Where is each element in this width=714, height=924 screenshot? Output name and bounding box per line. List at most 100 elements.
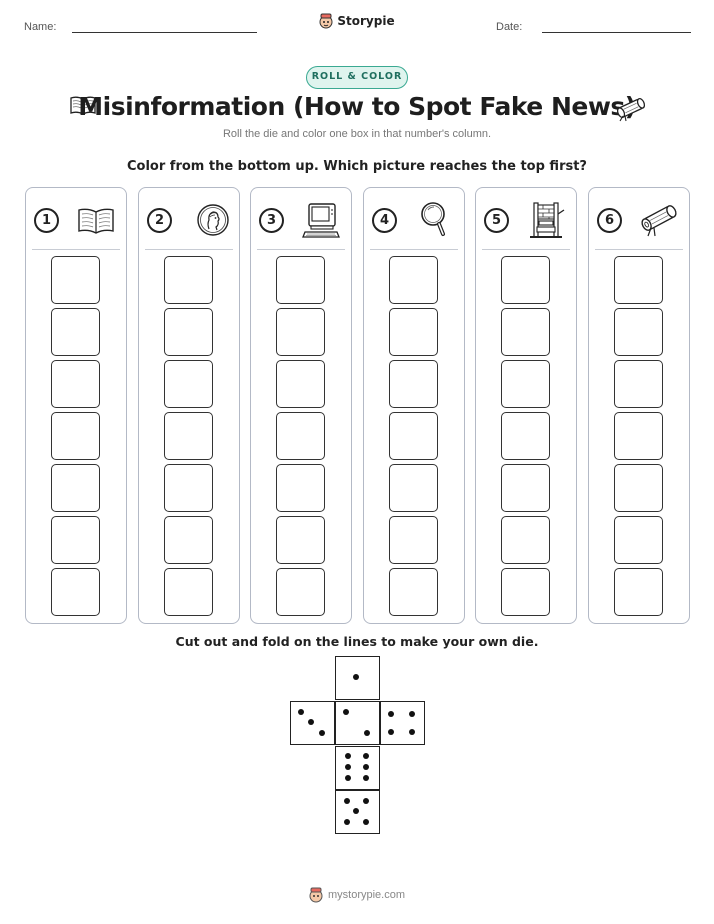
color-box[interactable] xyxy=(51,516,100,564)
color-box[interactable] xyxy=(164,308,213,356)
die-pip xyxy=(363,764,369,770)
column-6: 6 xyxy=(588,187,690,624)
name-label: Name: xyxy=(24,21,57,33)
color-box[interactable] xyxy=(276,464,325,512)
color-box[interactable] xyxy=(276,308,325,356)
scroll-icon xyxy=(641,205,677,237)
page-title: Misinformation (How to Spot Fake News) xyxy=(78,92,636,121)
color-box[interactable] xyxy=(614,360,663,408)
roll-color-badge: ROLL & COLOR xyxy=(306,66,408,89)
die-pip xyxy=(409,729,415,735)
color-box[interactable] xyxy=(276,568,325,616)
color-box[interactable] xyxy=(501,464,550,512)
storypie-mascot-icon xyxy=(309,887,323,903)
open-book-icon xyxy=(78,208,114,234)
column-number: 3 xyxy=(259,207,284,233)
color-box[interactable] xyxy=(614,412,663,460)
color-box[interactable] xyxy=(164,464,213,512)
column-4: 4 xyxy=(363,187,465,624)
die-face-1 xyxy=(335,656,380,700)
subtitle: Roll the die and color one box in that n… xyxy=(222,128,492,140)
die-pip xyxy=(353,808,359,814)
color-box[interactable] xyxy=(501,256,550,304)
color-box[interactable] xyxy=(501,412,550,460)
die-pip xyxy=(363,819,369,825)
storypie-mascot-icon xyxy=(319,13,333,29)
color-box[interactable] xyxy=(614,256,663,304)
date-line[interactable] xyxy=(542,32,691,33)
color-box[interactable] xyxy=(389,516,438,564)
column-5: 5 xyxy=(475,187,577,624)
color-box[interactable] xyxy=(501,360,550,408)
date-label: Date: xyxy=(496,21,523,33)
die-instruction: Cut out and fold on the lines to make yo… xyxy=(175,634,539,649)
die-pip xyxy=(363,798,369,804)
color-box[interactable] xyxy=(389,256,438,304)
color-box[interactable] xyxy=(164,412,213,460)
die-pip xyxy=(353,674,359,680)
footer-url[interactable]: mystorypie.com xyxy=(327,889,406,901)
column-number: 2 xyxy=(147,207,172,233)
column-3: 3 xyxy=(250,187,352,624)
color-box[interactable] xyxy=(389,412,438,460)
color-box[interactable] xyxy=(389,360,438,408)
instruction: Color from the bottom up. Which picture … xyxy=(127,159,587,174)
column-number: 4 xyxy=(372,207,397,233)
color-box[interactable] xyxy=(164,516,213,564)
color-box[interactable] xyxy=(389,568,438,616)
color-box[interactable] xyxy=(276,516,325,564)
color-box[interactable] xyxy=(501,308,550,356)
color-box[interactable] xyxy=(501,568,550,616)
die-pip xyxy=(344,798,350,804)
die-pip xyxy=(343,709,349,715)
die-pip xyxy=(364,730,370,736)
color-box[interactable] xyxy=(276,412,325,460)
color-box[interactable] xyxy=(276,256,325,304)
color-box[interactable] xyxy=(164,360,213,408)
column-2: 2 xyxy=(138,187,240,624)
footer: mystorypie.com xyxy=(0,887,714,903)
color-box[interactable] xyxy=(51,412,100,460)
brand-name: Storypie xyxy=(337,14,395,28)
die-face-6 xyxy=(335,746,380,790)
color-box[interactable] xyxy=(51,568,100,616)
color-box[interactable] xyxy=(614,516,663,564)
column-number: 6 xyxy=(597,207,622,233)
magnifying-glass-icon xyxy=(421,202,445,236)
die-pip xyxy=(344,819,350,825)
color-box[interactable] xyxy=(614,568,663,616)
die-pip xyxy=(308,719,314,725)
computer-icon xyxy=(302,203,340,238)
color-box[interactable] xyxy=(164,568,213,616)
die-face-3 xyxy=(290,701,335,745)
brand-logo: Storypie xyxy=(0,13,714,29)
color-box[interactable] xyxy=(51,256,100,304)
die-pip xyxy=(319,730,325,736)
die-face-4 xyxy=(380,701,425,745)
color-box[interactable] xyxy=(389,464,438,512)
die-pip xyxy=(363,775,369,781)
die-pip xyxy=(298,709,304,715)
color-box[interactable] xyxy=(389,308,438,356)
printing-press-icon xyxy=(530,202,565,238)
color-box[interactable] xyxy=(51,308,100,356)
name-line[interactable] xyxy=(72,32,257,33)
die-pip xyxy=(388,711,394,717)
column-number: 1 xyxy=(34,207,59,233)
color-box[interactable] xyxy=(51,360,100,408)
color-box[interactable] xyxy=(614,464,663,512)
color-box[interactable] xyxy=(164,256,213,304)
die-pip xyxy=(409,711,415,717)
die-pip xyxy=(345,764,351,770)
color-box[interactable] xyxy=(501,516,550,564)
color-box[interactable] xyxy=(276,360,325,408)
die-pip xyxy=(388,729,394,735)
die-face-5 xyxy=(335,790,380,834)
color-box[interactable] xyxy=(614,308,663,356)
scroll-icon xyxy=(616,97,646,122)
column-number: 5 xyxy=(484,207,509,233)
die-pip xyxy=(345,753,351,759)
open-book-icon xyxy=(70,96,96,115)
color-box[interactable] xyxy=(51,464,100,512)
die-pip xyxy=(345,775,351,781)
